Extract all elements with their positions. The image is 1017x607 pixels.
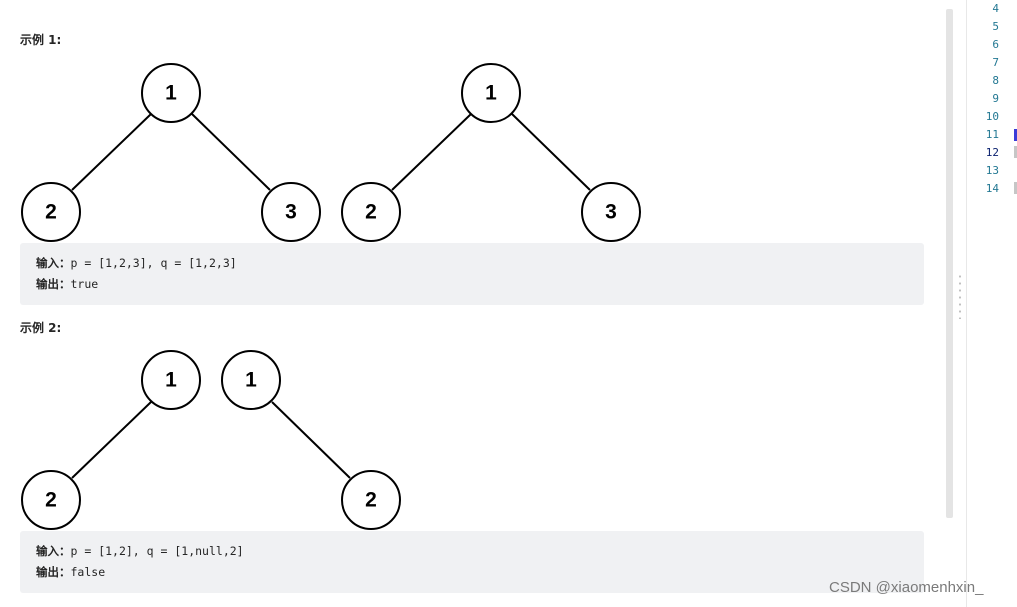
line-number: 13: [985, 164, 999, 177]
fold-marker-icon[interactable]: [1014, 182, 1017, 194]
tree-node: 3: [581, 182, 641, 242]
code-editor-pane[interactable]: 4 5 6 7 8 9 10 11 12 13 14: [966, 0, 1017, 607]
example-1-heading: 示例 1:: [20, 33, 62, 47]
node-value: 1: [245, 369, 257, 392]
tree-node: 1: [141, 350, 201, 410]
tree-node: 1: [221, 350, 281, 410]
example-1-tree-p: 1 2 3: [21, 63, 321, 242]
line-number: 9: [992, 92, 999, 105]
example-2-tree-q: 1 2: [221, 350, 401, 530]
line-number: 7: [992, 56, 999, 69]
line-number: 8: [992, 74, 999, 87]
output-value: true: [70, 277, 99, 291]
node-value: 2: [365, 489, 377, 512]
output-value: false: [70, 565, 106, 579]
tree-node: 1: [461, 63, 521, 123]
problem-description-pane: 示例 1: 1 2 3 1: [20, 33, 924, 593]
input-label: 输入：: [36, 544, 71, 558]
pane-resize-handle[interactable]: [956, 0, 966, 607]
node-value: 3: [285, 201, 297, 224]
input-value: p = [1,2,3], q = [1,2,3]: [70, 256, 237, 270]
line-number: 12: [985, 146, 999, 159]
tree-edge: [191, 113, 271, 191]
line-number: 11: [985, 128, 999, 141]
input-line: 输入：p = [1,2], q = [1,null,2]: [36, 541, 908, 562]
line-number: 6: [992, 38, 999, 51]
tree-node: 2: [341, 182, 401, 242]
node-value: 2: [45, 201, 57, 224]
tree-node: 2: [341, 470, 401, 530]
tree-diagrams: 1 2 3 1 2 3: [21, 63, 641, 530]
output-label: 输出：: [36, 565, 71, 579]
node-value: 3: [605, 201, 617, 224]
tree-edge: [391, 113, 472, 191]
line-number: 4: [992, 2, 999, 15]
node-value: 1: [165, 82, 177, 105]
output-label: 输出：: [36, 277, 71, 291]
tree-edge: [71, 113, 152, 191]
line-number: 5: [992, 20, 999, 33]
tree-edge: [71, 401, 152, 479]
tree-edge: [511, 113, 591, 191]
output-line: 输出：true: [36, 274, 908, 295]
editor-line-numbers: 4 5 6 7 8 9 10 11 12 13 14: [967, 0, 999, 198]
node-value: 1: [165, 369, 177, 392]
tree-node: 2: [21, 182, 81, 242]
tree-edge: [271, 401, 351, 479]
line-number: 14: [985, 182, 999, 195]
example-2-heading: 示例 2:: [20, 321, 62, 335]
input-value: p = [1,2], q = [1,null,2]: [70, 544, 244, 558]
input-label: 输入：: [36, 256, 71, 270]
example-2-io-block: 输入：p = [1,2], q = [1,null,2] 输出：false: [20, 531, 924, 593]
example-1-tree-q: 1 2 3: [341, 63, 641, 242]
node-value: 2: [45, 489, 57, 512]
tree-node: 1: [141, 63, 201, 123]
example-2-tree-p: 1 2: [21, 350, 201, 530]
tree-node: 2: [21, 470, 81, 530]
line-number: 10: [985, 110, 999, 123]
resize-grip-icon[interactable]: [959, 273, 961, 319]
tree-node: 3: [261, 182, 321, 242]
node-value: 2: [365, 201, 377, 224]
node-value: 1: [485, 82, 497, 105]
csdn-watermark: CSDN @xiaomenhxin_: [829, 579, 984, 596]
fold-marker-icon[interactable]: [1014, 146, 1017, 158]
fold-marker-icon[interactable]: [1014, 129, 1017, 141]
input-line: 输入：p = [1,2,3], q = [1,2,3]: [36, 253, 908, 274]
description-scrollbar-thumb[interactable]: [946, 9, 953, 518]
output-line: 输出：false: [36, 562, 908, 583]
example-1-io-block: 输入：p = [1,2,3], q = [1,2,3] 输出：true: [20, 243, 924, 305]
